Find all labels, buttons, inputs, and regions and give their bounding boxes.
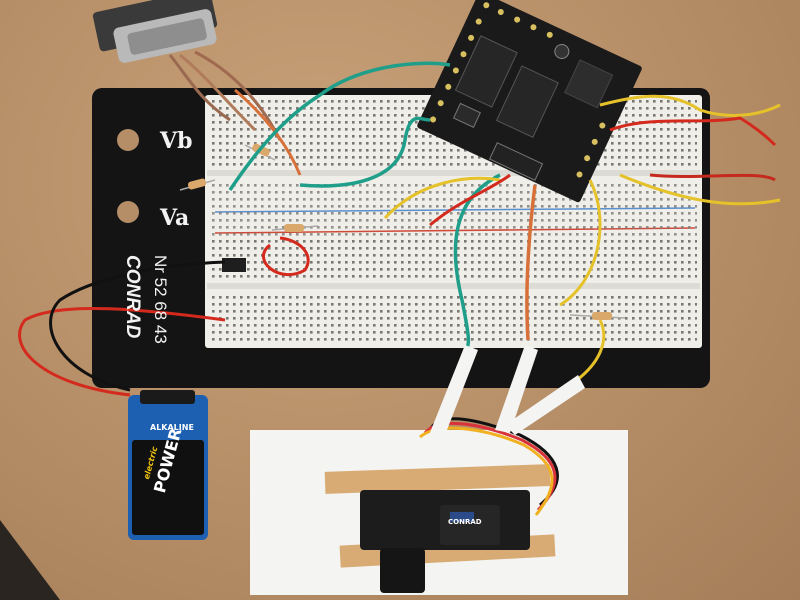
servo-brand-label: CONRAD [448,518,482,526]
wire-green [299,116,431,188]
paper-tape [425,345,478,448]
hole-grid-mid-rails [212,180,697,240]
resistor [179,178,216,191]
breadboard-brand-label: CONRAD [122,255,143,339]
wire-yellow [619,173,781,206]
wire-brown [168,54,231,122]
paper-tape [505,375,585,435]
wire-orange [525,184,537,341]
wire-red [429,173,511,227]
base-hole [117,201,139,223]
paper-tape [495,345,538,433]
hole-grid-bottom [212,292,697,342]
wire-red [649,173,776,182]
pcb-module [417,0,642,203]
serial-connector [92,0,218,63]
wire-yellow [559,179,602,307]
battery-9v [128,390,208,540]
wire-brown [179,53,257,132]
battery-type-label: ALKALINE [150,423,194,432]
base-hole [117,129,139,151]
wire-red [262,236,310,277]
breadboard-channel [207,283,700,289]
wire-orange [234,88,302,176]
breadboard-label-va: Va [160,205,190,231]
resistor [569,312,626,320]
resistor [271,224,319,232]
wood-stick [324,464,551,494]
wire-black [49,260,226,392]
breadboard-part-number: Nr 52 68 43 [151,255,170,344]
table-shadow [0,520,60,600]
breadboard-label-vb: Vb [160,128,193,154]
transistor [222,258,246,272]
wire-green [228,61,451,191]
breadboard-channel [207,170,700,176]
wire-yellow [599,94,781,117]
wire-yellow [383,176,501,220]
wire-red [609,116,777,147]
servo-motor [360,490,530,593]
wire-red [18,306,226,397]
